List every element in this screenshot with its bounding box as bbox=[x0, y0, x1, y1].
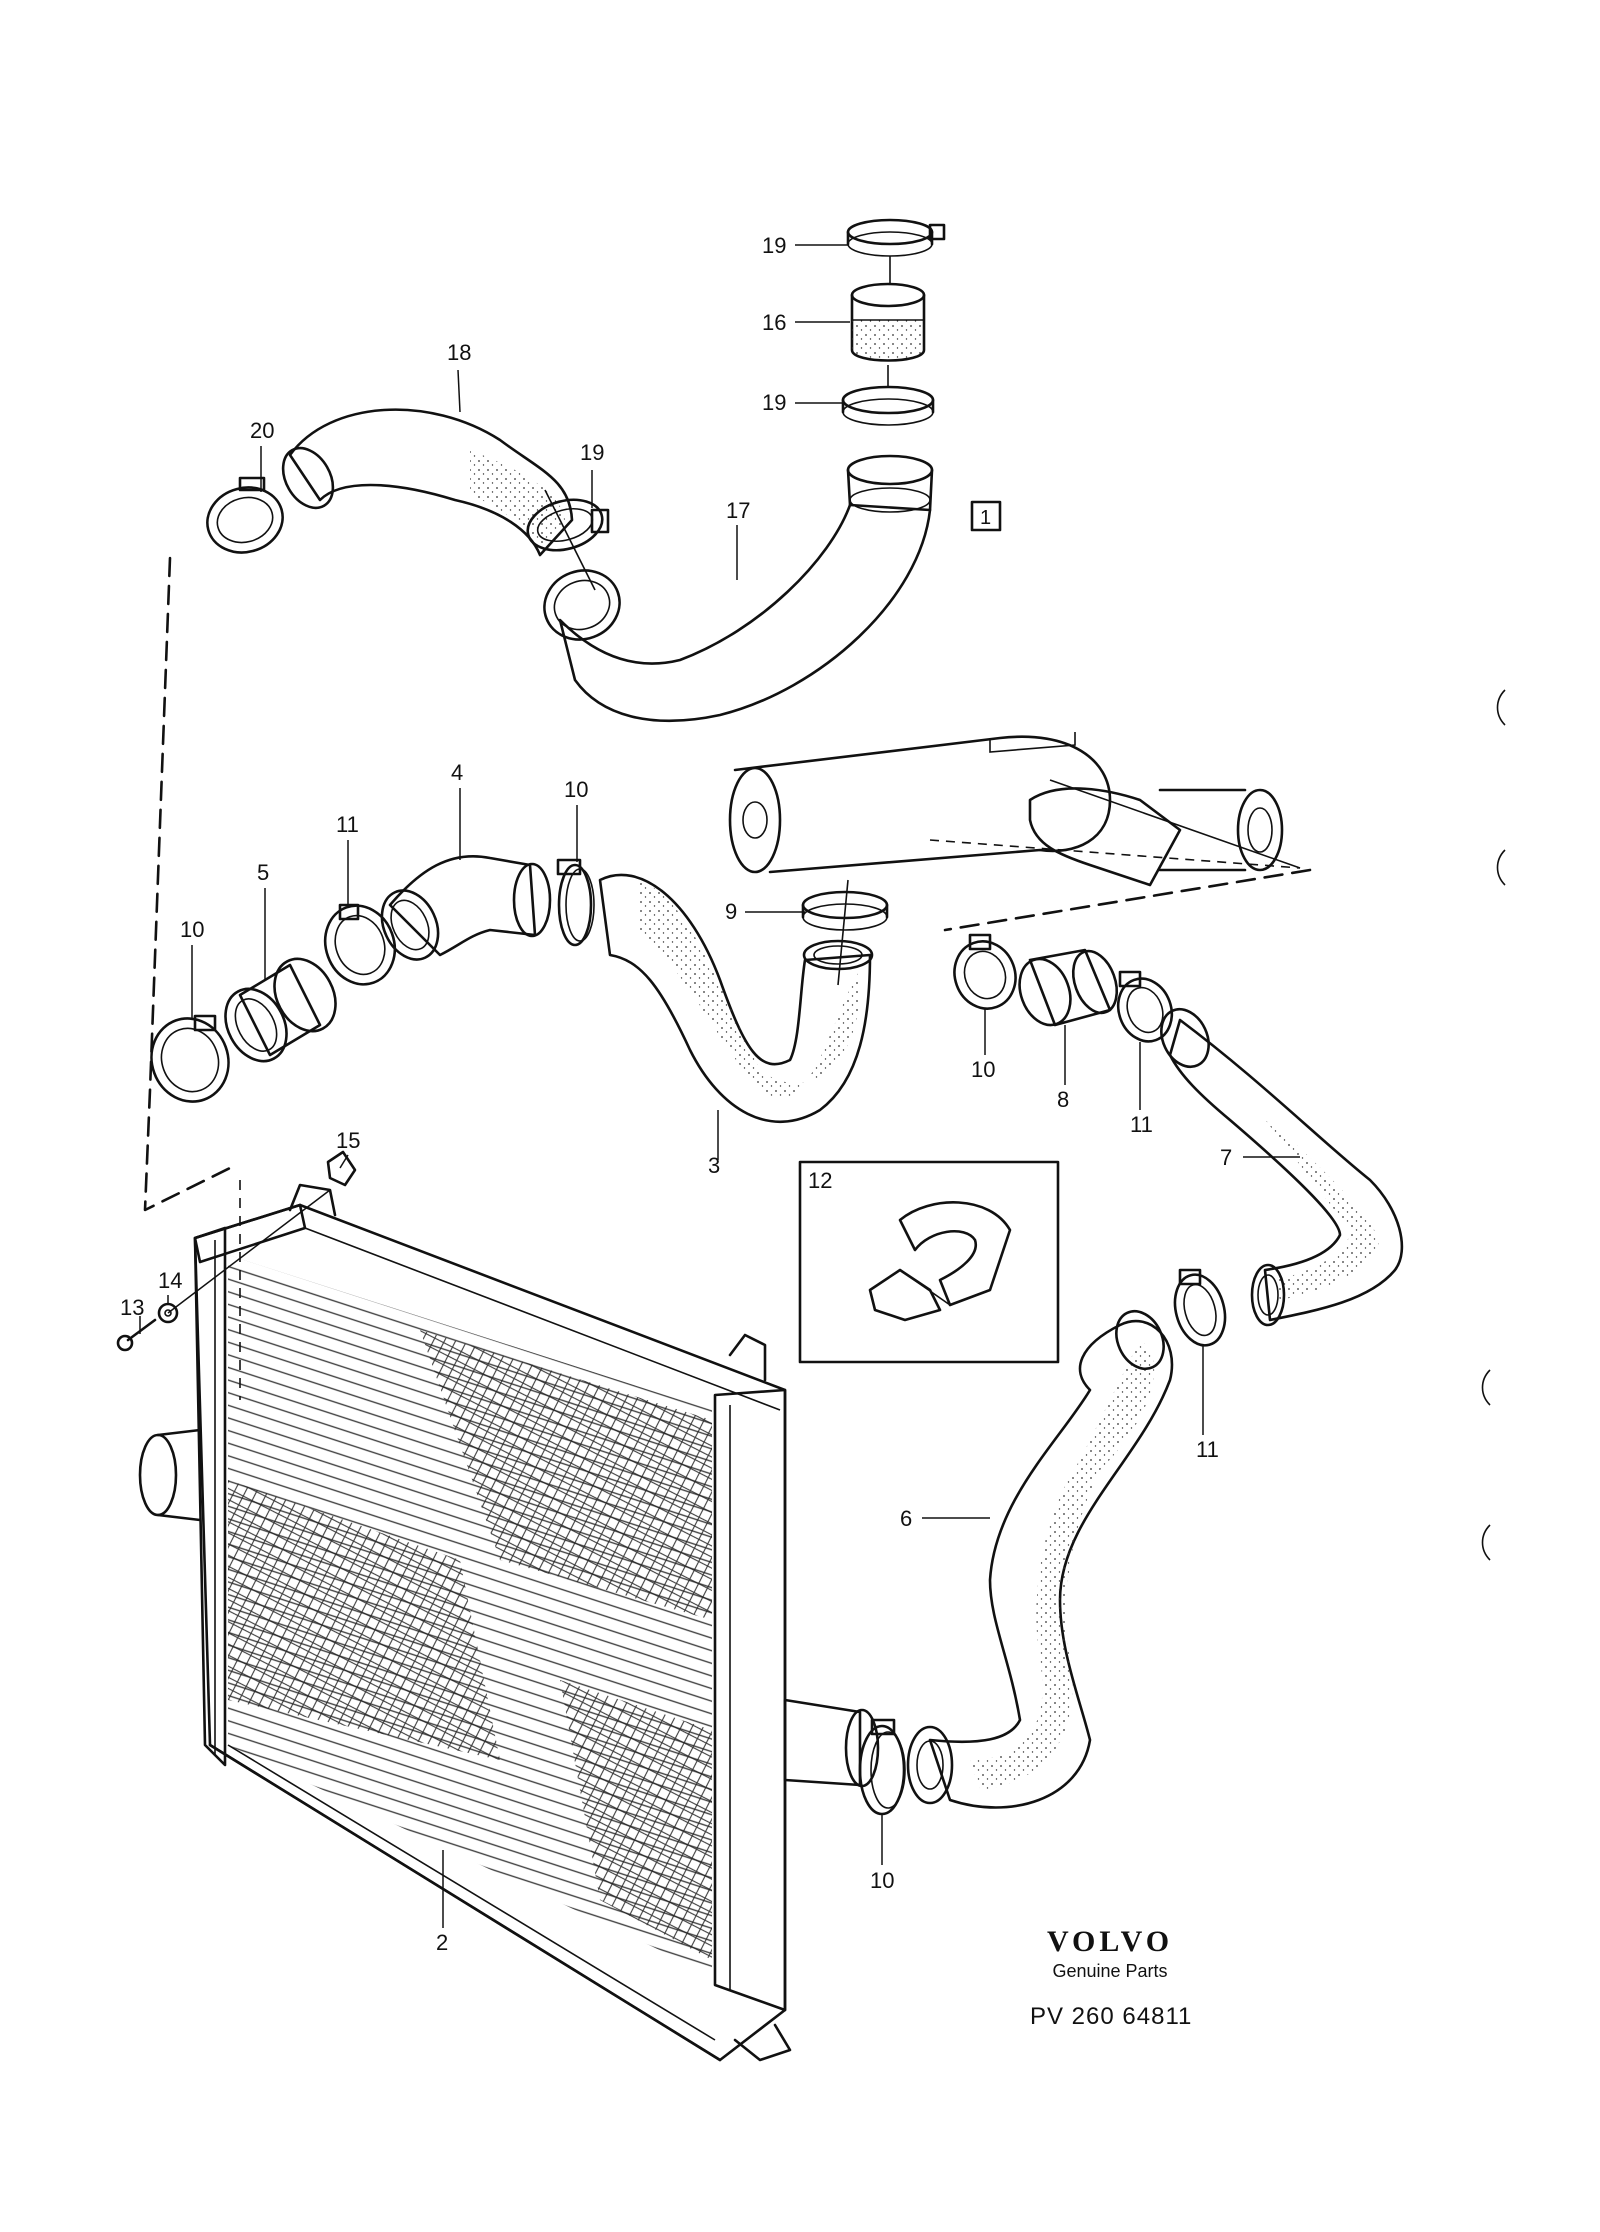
callout-19-top: 19 bbox=[762, 233, 786, 258]
clamp-10-left bbox=[150, 1014, 230, 1103]
edge-marks bbox=[1481, 689, 1506, 1561]
brand-subtitle: Genuine Parts bbox=[1052, 1961, 1168, 1981]
hose-3 bbox=[598, 873, 874, 1124]
clamp-11-left bbox=[323, 903, 397, 986]
clamp-20 bbox=[206, 476, 284, 554]
callout-8: 8 bbox=[1057, 1087, 1069, 1112]
intercooler bbox=[138, 1180, 880, 2062]
callout-18: 18 bbox=[447, 340, 471, 365]
axis-line-9 bbox=[837, 879, 849, 986]
callout-16: 16 bbox=[762, 310, 786, 335]
hose-18 bbox=[281, 408, 574, 557]
callout-10-left: 10 bbox=[180, 917, 204, 942]
callout-6: 6 bbox=[900, 1506, 912, 1531]
clamp-11-lower bbox=[1173, 1268, 1227, 1347]
clamp-19-lower bbox=[841, 385, 935, 426]
callout-19-lower: 19 bbox=[762, 390, 786, 415]
clamp-19-top bbox=[846, 218, 946, 257]
callout-5: 5 bbox=[257, 860, 269, 885]
callout-10-mid: 10 bbox=[564, 777, 588, 802]
callout-15: 15 bbox=[336, 1128, 360, 1153]
callout-1: 1 bbox=[980, 507, 991, 529]
callout-10-right: 10 bbox=[971, 1057, 995, 1082]
pipe-reference-outline bbox=[728, 732, 1301, 887]
clamp-10-right bbox=[953, 933, 1017, 1010]
hose-5 bbox=[224, 957, 337, 1063]
clamp-10-bottom bbox=[858, 1718, 906, 1816]
callout-7: 7 bbox=[1220, 1145, 1232, 1170]
callout-19-mid: 19 bbox=[580, 440, 604, 465]
callout-3: 3 bbox=[708, 1153, 720, 1178]
hose-6 bbox=[906, 1309, 1174, 1809]
leader-lines bbox=[139, 244, 1300, 1928]
callout-11-left: 11 bbox=[336, 812, 359, 837]
callout-11-lower: 11 bbox=[1196, 1437, 1219, 1462]
bracket-12-detail bbox=[868, 1201, 1012, 1322]
brand-block: VOLVO Genuine Parts bbox=[1020, 1925, 1200, 1982]
callout-11-right: 11 bbox=[1130, 1112, 1153, 1137]
axis-line-18 bbox=[544, 489, 596, 591]
clip-15 bbox=[326, 1150, 357, 1187]
callout-12: 12 bbox=[808, 1168, 832, 1193]
sleeve-8 bbox=[1018, 948, 1119, 1027]
callout-13: 13 bbox=[120, 1295, 144, 1320]
part-number: PV 260 64811 bbox=[1030, 2003, 1193, 2030]
clamp-11-right bbox=[1116, 970, 1174, 1043]
callout-4: 4 bbox=[451, 760, 463, 785]
volvo-logo: VOLVO bbox=[1046, 1925, 1174, 1958]
callout-10-bottom: 10 bbox=[870, 1868, 894, 1893]
callout-14: 14 bbox=[158, 1268, 182, 1293]
dashed-reference-line-right bbox=[943, 868, 1312, 932]
callout-20: 20 bbox=[250, 418, 274, 443]
dashed-reference-line-left bbox=[143, 556, 232, 1212]
clamp-10-mid bbox=[556, 858, 595, 947]
reference-box-1 bbox=[970, 500, 1002, 532]
inset-box-12 bbox=[798, 1160, 1060, 1364]
callout-17: 17 bbox=[726, 498, 750, 523]
sleeve-16 bbox=[850, 282, 926, 362]
pipe-17 bbox=[543, 454, 934, 723]
hose-7 bbox=[1160, 1007, 1404, 1327]
callout-2: 2 bbox=[436, 1930, 448, 1955]
pipe-4 bbox=[380, 854, 552, 961]
bolt-13 bbox=[116, 1318, 157, 1352]
callout-9: 9 bbox=[725, 899, 737, 924]
callout-labels: 19 16 19 18 20 19 17 1 4 10 11 5 10 9 3 … bbox=[120, 233, 1232, 1955]
